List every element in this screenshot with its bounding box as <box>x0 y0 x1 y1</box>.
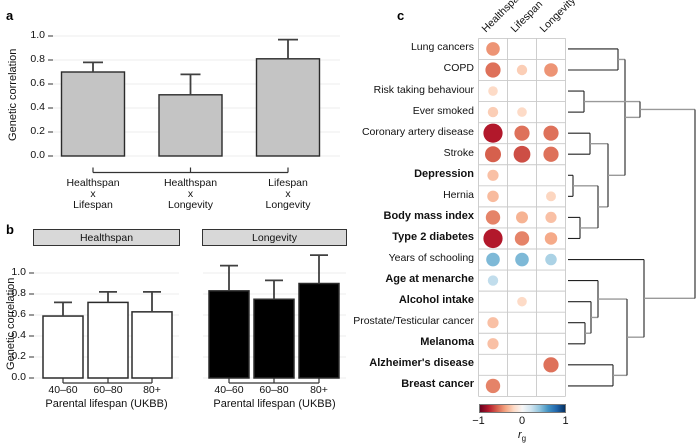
x-axis-title: Parental lifespan (UKBB) <box>213 398 336 410</box>
row-label: Stroke <box>443 146 474 159</box>
row-label: Breast cancer <box>401 378 474 391</box>
correlation-dot <box>487 106 499 118</box>
bar <box>87 301 129 379</box>
row-label: Lung cancers <box>410 41 474 54</box>
row-label: Ever smoked <box>412 104 474 117</box>
correlation-dot <box>516 211 528 224</box>
y-axis-title: Genetic correlation <box>7 48 20 141</box>
correlation-dot <box>483 228 503 249</box>
panel-b-label: b <box>6 222 14 237</box>
correlation-dot <box>543 125 559 141</box>
correlation-dot <box>483 123 503 143</box>
correlation-dot <box>517 296 527 307</box>
row-label: Alcohol intake <box>398 294 474 307</box>
colorbar-title: rg <box>517 429 527 444</box>
row-label: Hernia <box>443 188 474 201</box>
x-axis-title: Parental lifespan (UKBB) <box>45 398 168 410</box>
correlation-dot <box>514 231 530 246</box>
y-tick-label: 0.6 <box>11 308 26 320</box>
colorbar-gradient <box>478 404 566 413</box>
y-tick-label: 0.2 <box>11 350 26 362</box>
correlation-dot <box>517 107 527 117</box>
bar <box>60 71 126 157</box>
y-tick-label: 1.0 <box>11 266 26 278</box>
correlation-dot <box>544 232 558 245</box>
correlation-dot <box>516 64 528 76</box>
colorbar-tick-label: 0 <box>518 415 526 427</box>
y-tick-label: 0.0 <box>30 149 45 161</box>
bar <box>42 315 84 379</box>
correlation-dot <box>488 86 498 96</box>
row-label: Depression <box>414 167 474 180</box>
facet-title-longevity: Longevity <box>202 229 347 246</box>
bar <box>208 290 250 379</box>
x-tick-label: 80+ <box>143 384 161 396</box>
correlation-dot <box>485 210 501 225</box>
y-tick-label: 0.8 <box>30 53 45 65</box>
correlation-dot <box>543 146 559 162</box>
y-tick-label: 0.6 <box>30 77 45 89</box>
row-label: COPD <box>443 62 474 75</box>
correlation-dot <box>514 125 530 141</box>
y-axis-title: Genetic correlation <box>5 277 18 370</box>
bar <box>255 58 321 157</box>
correlation-dot <box>515 252 529 267</box>
x-tick-label: 60–80 <box>259 384 289 396</box>
row-label: Years of schooling <box>388 252 474 265</box>
correlation-dot <box>487 338 499 350</box>
row-label: Alzheimer's disease <box>369 357 474 370</box>
correlation-dot <box>545 211 557 224</box>
y-tick-label: 0.4 <box>30 101 45 113</box>
correlation-dot <box>545 253 557 266</box>
row-label: Age at menarche <box>385 273 474 286</box>
correlation-dot <box>486 42 500 56</box>
correlation-dot <box>485 378 501 394</box>
row-label: Type 2 diabetes <box>392 230 474 243</box>
correlation-dot <box>487 169 499 181</box>
x-tick-label: 80+ <box>310 384 328 396</box>
correlation-dot <box>485 146 501 163</box>
bar <box>253 298 295 379</box>
x-tick-label: 40–60 <box>48 384 78 396</box>
row-label: Prostate/Testicular cancer <box>353 315 474 328</box>
row-label: Melanoma <box>420 336 474 349</box>
bar <box>158 94 223 157</box>
x-tick-label: 60–80 <box>93 384 123 396</box>
colorbar-tick-label: 1 <box>562 415 569 427</box>
y-tick-label: 0.4 <box>11 329 26 341</box>
correlation-dot <box>485 62 501 78</box>
panel-c-label: c <box>397 8 405 23</box>
bar <box>131 311 173 379</box>
correlation-dot <box>544 63 558 77</box>
correlation-dot <box>486 252 500 267</box>
y-tick-label: 1.0 <box>30 29 45 41</box>
correlation-dot <box>513 145 531 163</box>
correlation-dot <box>543 357 559 373</box>
panel-a-label: a <box>6 8 14 23</box>
y-tick-label: 0.2 <box>30 125 45 137</box>
row-label: Coronary artery disease <box>361 125 474 138</box>
bar <box>298 282 340 379</box>
row-label: Risk taking behaviour <box>373 83 474 96</box>
y-tick-label: 0.0 <box>11 371 26 383</box>
x-tick-label: 40–60 <box>214 384 244 396</box>
row-label: Body mass index <box>383 209 474 222</box>
correlation-dot <box>487 275 499 286</box>
correlation-dot <box>487 317 499 329</box>
y-tick-label: 0.8 <box>11 287 26 299</box>
correlation-dot <box>487 190 499 203</box>
correlation-dot <box>546 191 556 202</box>
facet-title-healthspan: Healthspan <box>33 229 180 246</box>
colorbar-tick-label: −1 <box>472 415 485 427</box>
